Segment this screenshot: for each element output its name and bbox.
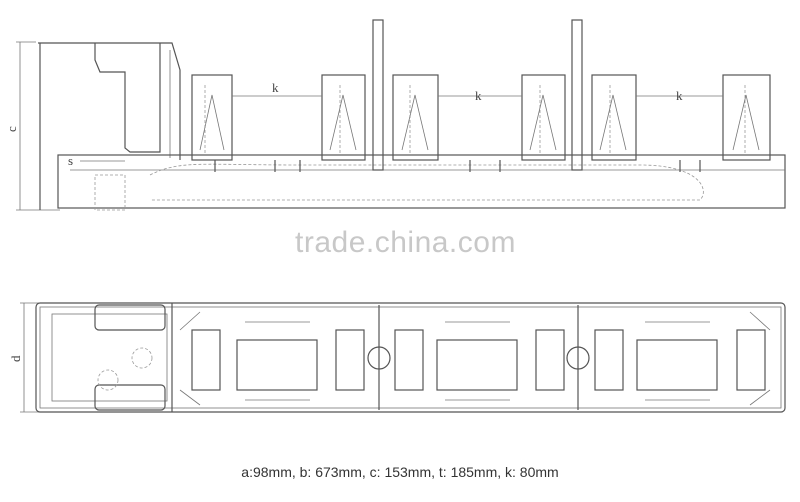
dimension-c: c [4, 126, 19, 132]
dimensions-caption: a:98mm, b: 673mm, c: 153mm, t: 185mm, k:… [241, 464, 559, 480]
dimension-k-3: k [676, 88, 683, 103]
watermark: trade.china.com [295, 226, 516, 259]
side-view: c s k k k [4, 19, 786, 211]
dimension-k-2: k [475, 88, 482, 103]
dimension-s: s [68, 153, 73, 168]
dimension-k-1: k [272, 80, 279, 95]
top-view: d [8, 302, 786, 413]
dimension-d: d [8, 355, 23, 362]
